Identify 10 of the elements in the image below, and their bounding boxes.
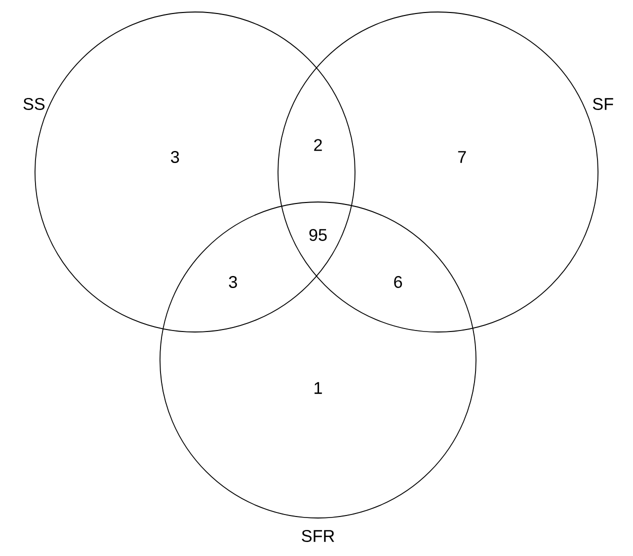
region-count: 1	[314, 382, 322, 394]
region-count: 6	[394, 276, 402, 288]
set-label: SF	[592, 98, 614, 110]
region-count: 3	[170, 151, 179, 163]
set-label: SS	[23, 98, 45, 110]
region-count: 2	[314, 139, 322, 151]
region-count: 95	[309, 229, 327, 241]
set-label: SFR	[302, 530, 334, 542]
region-count: 7	[458, 151, 466, 163]
region-count: 3	[228, 276, 237, 288]
